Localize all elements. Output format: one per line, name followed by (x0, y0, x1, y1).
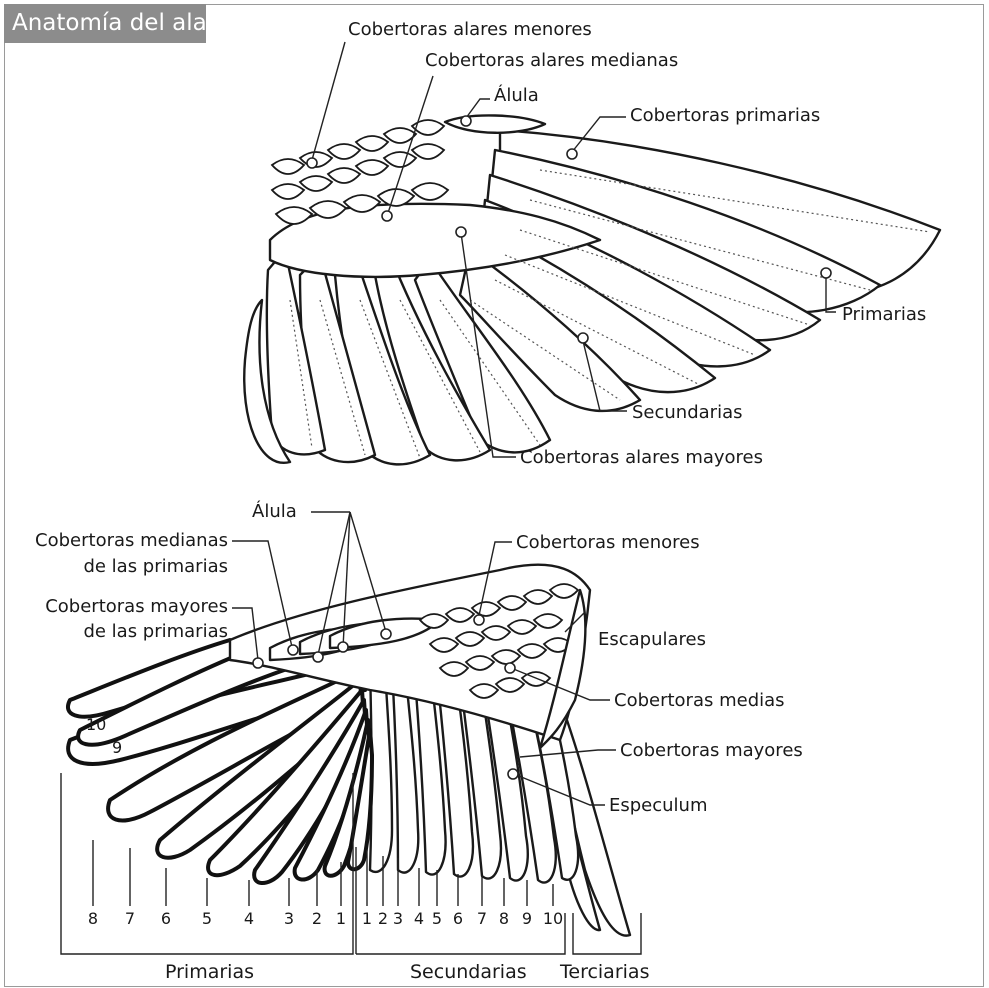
secondary-number: 10 (543, 909, 563, 928)
primary-number: 2 (312, 909, 322, 928)
label-median-primary-coverts-1: Cobertoras medianas (35, 530, 228, 551)
primary-tip-number: 9 (112, 738, 122, 757)
secondary-number: 7 (477, 909, 487, 928)
secondary-number: 6 (453, 909, 463, 928)
upper-wing-drawing (244, 115, 940, 464)
label-greater-primary-coverts-2: de las primarias (83, 621, 228, 642)
secondary-number: 3 (393, 909, 403, 928)
primary-number: 1 (336, 909, 346, 928)
primary-tip-number: 10 (86, 715, 106, 734)
group-label-tertiaries: Terciarias (559, 961, 649, 983)
secondary-number: 8 (499, 909, 509, 928)
label-greater-coverts: Cobertoras alares mayores (520, 447, 763, 468)
label-lesser-coverts: Cobertoras alares menores (348, 19, 592, 40)
figure-title: Anatomía del ala (4, 4, 206, 43)
primary-number: 7 (125, 909, 135, 928)
primary-number: 8 (88, 909, 98, 928)
label-scapulars: Escapulares (598, 629, 706, 650)
secondary-number: 5 (432, 909, 442, 928)
label-speculum: Especulum (609, 795, 708, 816)
label-primary-coverts: Cobertoras primarias (630, 105, 820, 126)
primary-number: 6 (161, 909, 171, 928)
label-alula-lower: Álula (252, 500, 297, 522)
label-greater-coverts-lower: Cobertoras mayores (620, 740, 803, 761)
secondary-number: 1 (362, 909, 372, 928)
group-label-secondaries: Secundarias (410, 961, 527, 983)
label-secondaries: Secundarias (632, 402, 742, 423)
label-alula: Álula (494, 84, 539, 106)
primary-number: 4 (244, 909, 254, 928)
label-greater-primary-coverts-1: Cobertoras mayores (45, 596, 228, 617)
secondary-number: 2 (378, 909, 388, 928)
secondary-number: 4 (414, 909, 424, 928)
group-label-primaries: Primarias (165, 961, 254, 983)
label-primaries: Primarias (842, 304, 926, 325)
primary-number: 5 (202, 909, 212, 928)
label-lesser-coverts-lower: Cobertoras menores (516, 532, 700, 553)
label-median-coverts-lower: Cobertoras medias (614, 690, 785, 711)
primary-number: 3 (284, 909, 294, 928)
label-median-coverts: Cobertoras alares medianas (425, 50, 678, 71)
secondary-number: 9 (522, 909, 532, 928)
label-median-primary-coverts-2: de las primarias (83, 556, 228, 577)
